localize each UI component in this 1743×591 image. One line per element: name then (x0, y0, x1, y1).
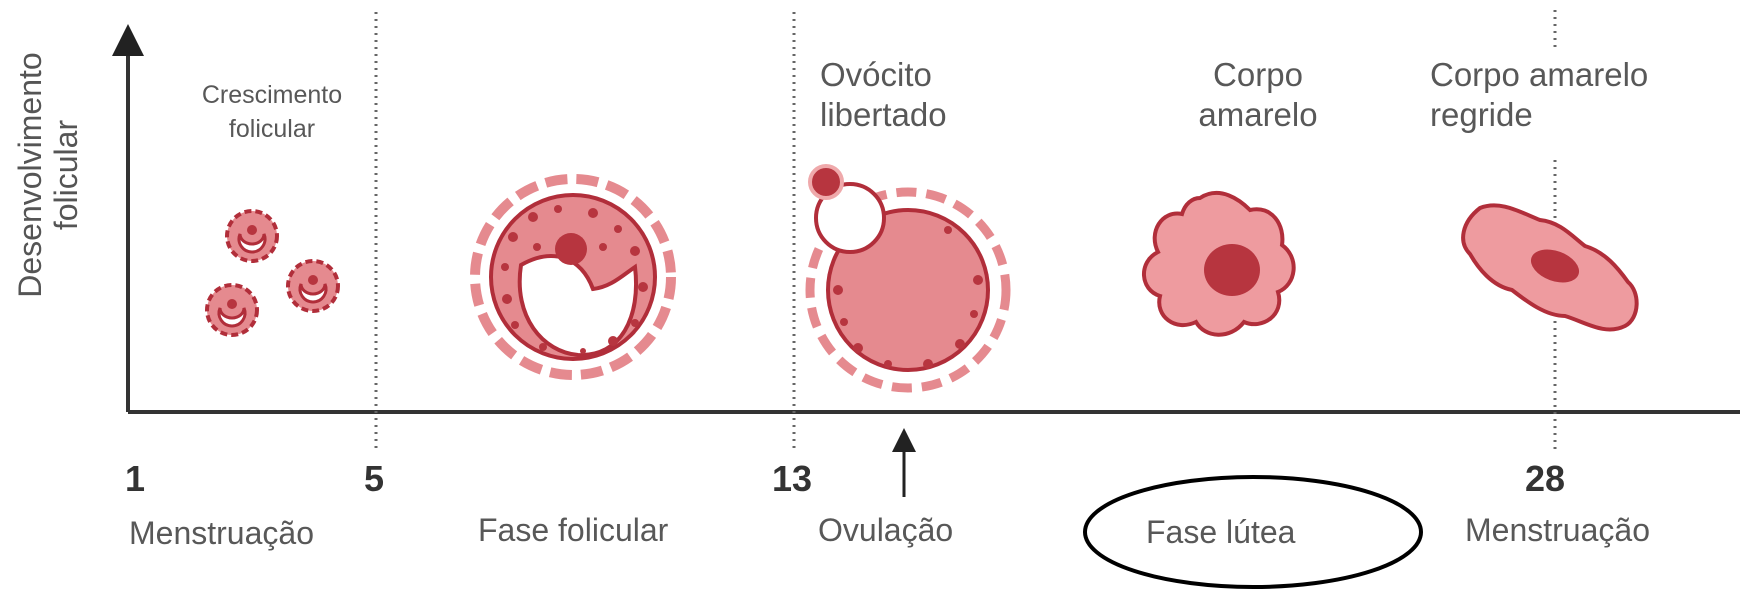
label-growth-line2: folicular (172, 112, 372, 146)
label-regress-line2: regride (1430, 95, 1648, 135)
label-released-line1: Ovócito (820, 55, 947, 95)
label-growth: Crescimento folicular (172, 78, 372, 146)
label-regress: Corpo amarelo regride (1430, 55, 1648, 135)
phase-luteal: Fase lútea (1146, 514, 1295, 551)
released-oocyte (810, 166, 884, 252)
day-13: 13 (772, 458, 812, 500)
label-growth-line1: Crescimento (172, 78, 372, 112)
phase-menstruation-start: Menstruação (129, 515, 314, 552)
day-1: 1 (125, 458, 145, 500)
label-released: Ovócito libertado (820, 55, 947, 135)
day-28: 28 (1525, 458, 1565, 500)
y-axis-label: Desenvolvimento folicular (12, 20, 84, 330)
label-regress-line1: Corpo amarelo (1430, 55, 1648, 95)
phase-menstruation-end: Menstruação (1465, 512, 1650, 549)
label-released-line2: libertado (820, 95, 947, 135)
y-axis-label-line2: folicular (48, 20, 84, 330)
secondary-follicle (475, 179, 671, 375)
label-corpus: Corpo amarelo (1183, 55, 1333, 135)
phase-ovulation: Ovulação (818, 512, 953, 549)
label-corpus-line2: amarelo (1183, 95, 1333, 135)
y-axis-label-line1: Desenvolvimento (12, 20, 48, 330)
day-5: 5 (364, 458, 384, 500)
label-corpus-line1: Corpo (1183, 55, 1333, 95)
phase-follicular: Fase folicular (478, 512, 668, 549)
small-follicles (207, 211, 338, 335)
corpus-luteum (1144, 193, 1294, 335)
regressing-corpus-luteum (1463, 205, 1637, 329)
